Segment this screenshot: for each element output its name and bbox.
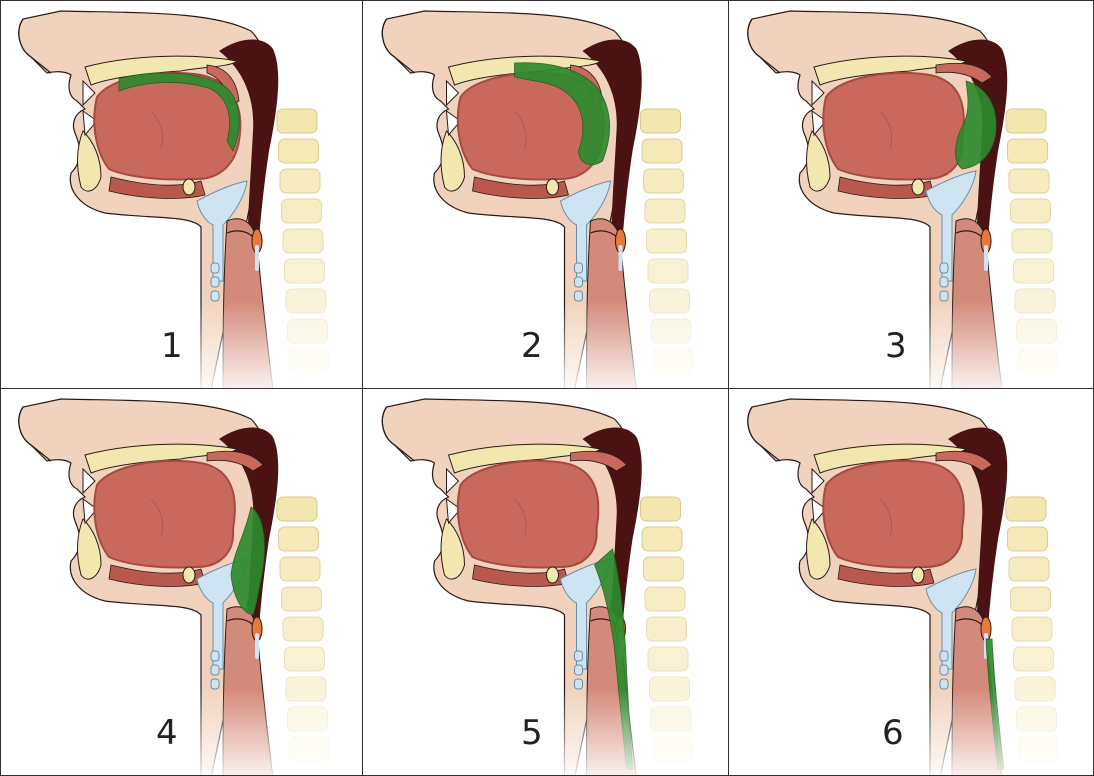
- vertebra-shape: [280, 169, 320, 193]
- vertebra-shape: [644, 169, 684, 193]
- hyoid-bone: [547, 567, 559, 583]
- vertebra-shape: [285, 647, 325, 671]
- vertebra-shape: [285, 259, 325, 283]
- stage-number: 5: [521, 713, 543, 753]
- head-neck-illustration: [1, 389, 363, 776]
- vertebra-shape: [642, 527, 682, 551]
- stage-number: 2: [521, 326, 543, 366]
- vertebra-shape: [282, 199, 322, 223]
- stage-number: 3: [885, 326, 907, 366]
- vertebra-shape: [277, 109, 317, 133]
- airway-lumen: [984, 245, 988, 271]
- vertebra-shape: [1014, 259, 1054, 283]
- stage-number: 1: [161, 326, 183, 366]
- hyoid-bone: [183, 179, 195, 195]
- bottom-fade: [363, 301, 729, 389]
- hyoid-bone: [912, 179, 924, 195]
- tracheal-ring: [211, 291, 219, 301]
- vertebra-shape: [648, 647, 688, 671]
- tongue: [94, 461, 235, 567]
- tracheal-ring: [575, 651, 583, 661]
- tracheal-ring: [940, 277, 948, 287]
- hyoid-bone: [183, 567, 195, 583]
- vertebra-shape: [642, 139, 682, 163]
- tracheal-ring: [575, 665, 583, 675]
- vertebra-shape: [1011, 199, 1051, 223]
- vertebra-shape: [641, 109, 681, 133]
- stage-panel-4: 4: [0, 388, 363, 776]
- vertebra-shape: [647, 229, 687, 253]
- vertebra-shape: [282, 587, 322, 611]
- vertebra-shape: [641, 497, 681, 521]
- tongue: [823, 461, 964, 567]
- vertebra-shape: [644, 557, 684, 581]
- tracheal-ring: [211, 263, 219, 273]
- airway-lumen: [255, 633, 259, 659]
- vertebra-shape: [1009, 557, 1049, 581]
- stage-panel-5: 5: [362, 388, 729, 776]
- stage-number: 6: [882, 713, 904, 753]
- head-neck-illustration: [363, 1, 729, 389]
- vertebra-shape: [645, 587, 685, 611]
- vertebra-shape: [1012, 229, 1052, 253]
- airway-lumen: [619, 245, 623, 271]
- head-neck-illustration: [729, 389, 1094, 776]
- vertebra-shape: [1012, 617, 1052, 641]
- tracheal-ring: [211, 665, 219, 675]
- vertebra-shape: [280, 557, 320, 581]
- tracheal-ring: [575, 263, 583, 273]
- airway-lumen: [255, 245, 259, 271]
- stage-panel-6: 6: [728, 388, 1094, 776]
- stage-panel-3: 3: [728, 0, 1094, 389]
- tracheal-ring: [575, 679, 583, 689]
- vertebra-shape: [1014, 647, 1054, 671]
- tracheal-ring: [211, 679, 219, 689]
- tracheal-ring: [940, 679, 948, 689]
- tracheal-ring: [940, 651, 948, 661]
- bottom-fade: [729, 301, 1094, 389]
- tongue: [458, 461, 599, 567]
- hyoid-bone: [912, 567, 924, 583]
- vertebra-shape: [1008, 139, 1048, 163]
- vertebra-shape: [283, 229, 323, 253]
- vertebra-shape: [1006, 109, 1046, 133]
- vertebra-shape: [1006, 497, 1046, 521]
- stage-panel-2: 2: [362, 0, 729, 389]
- stage-number: 4: [156, 713, 178, 753]
- tracheal-ring: [575, 291, 583, 301]
- tracheal-ring: [940, 291, 948, 301]
- vertebra-shape: [279, 139, 319, 163]
- tongue: [823, 73, 964, 179]
- vertebra-shape: [1008, 527, 1048, 551]
- stage-panel-1: 1: [0, 0, 363, 389]
- head-neck-illustration: [363, 389, 729, 776]
- bottom-fade: [1, 689, 363, 776]
- vertebra-shape: [277, 497, 317, 521]
- vertebra-shape: [1011, 587, 1051, 611]
- vertebra-shape: [279, 527, 319, 551]
- bottom-fade: [363, 689, 729, 776]
- vertebra-shape: [648, 259, 688, 283]
- vertebra-shape: [283, 617, 323, 641]
- vertebra-shape: [645, 199, 685, 223]
- tracheal-ring: [940, 665, 948, 675]
- vertebra-shape: [647, 617, 687, 641]
- tracheal-ring: [575, 277, 583, 287]
- head-neck-illustration: [729, 1, 1094, 389]
- tracheal-ring: [211, 277, 219, 287]
- vertebra-shape: [1009, 169, 1049, 193]
- tracheal-ring: [940, 263, 948, 273]
- hyoid-bone: [547, 179, 559, 195]
- tracheal-ring: [211, 651, 219, 661]
- bottom-fade: [729, 689, 1094, 776]
